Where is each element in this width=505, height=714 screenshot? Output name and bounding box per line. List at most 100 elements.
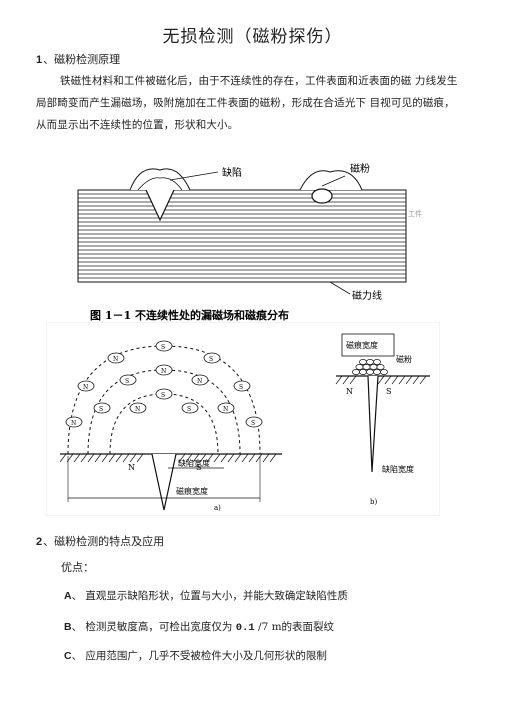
powder-particle [352, 369, 360, 375]
powder-particle [373, 369, 381, 375]
magnetic-particle: S [155, 388, 173, 400]
workpiece-outline [77, 189, 407, 283]
section-number: 2 [36, 536, 43, 548]
magnetic-particle: S [181, 402, 199, 414]
svg-text:N: N [71, 420, 76, 427]
svg-text:N: N [161, 368, 166, 375]
section-1-heading: 1、磁粉检测原理 [36, 51, 120, 67]
workpiece-field-lines [78, 193, 406, 279]
svg-text:N: N [113, 356, 118, 363]
powder-particle [369, 364, 378, 370]
hatch-line [269, 453, 277, 463]
crack-b [367, 375, 379, 473]
svg-text:S: S [239, 384, 243, 391]
magnetic-particle: N [65, 416, 83, 428]
magnetic-particle: N [191, 374, 209, 386]
advantage-item-b: B、 检测灵敏度高，可检出宽度仅为 0.1 /7 m的表面裂纹 [64, 619, 334, 634]
hatch-line [115, 453, 123, 463]
magnetic-particles: S N S N S N S N S N S N S N S [65, 340, 263, 428]
magnetic-particle: N [77, 380, 95, 392]
powder-particle [355, 364, 364, 370]
hatch-line [398, 375, 406, 385]
svg-text:N: N [83, 384, 88, 391]
surface-crack [145, 189, 175, 222]
powder-particle [366, 359, 374, 365]
powder-particle [380, 369, 388, 375]
hatch-line [199, 453, 207, 463]
item-text: 、 检测灵敏度高，可检出宽度仅为 [71, 621, 236, 633]
item-text: 、 应用范围广，几乎不受被检件大小及几何形状的限制 [71, 650, 327, 662]
hatch-line [405, 375, 413, 385]
magnetic-particle: S [119, 374, 137, 386]
hatch-line [227, 453, 235, 463]
item-letter: B [64, 621, 72, 633]
svg-text:S: S [99, 406, 103, 413]
svg-text:S: S [125, 378, 129, 385]
hatch-line [122, 453, 130, 463]
svg-text:N: N [197, 378, 202, 385]
magnetic-particle: S [203, 352, 221, 364]
hatch-line [178, 453, 186, 463]
hatch-line [384, 375, 392, 385]
powder-particle [359, 369, 367, 375]
label-b-defect-width: 缺陷宽度 [382, 464, 414, 474]
hatch-line [213, 453, 221, 463]
label-a-defect-width: 缺陷宽度 [178, 458, 210, 468]
label-powder: 磁粉 [350, 162, 370, 175]
advantage-item-a: A、 直观显示缺陷形状，位置与大小，并能大致确定缺陷性质 [64, 588, 348, 603]
label-field-line: 磁力线 [352, 289, 382, 302]
svg-text:S: S [187, 406, 191, 413]
hatch-line [391, 375, 399, 385]
hatching-b [335, 375, 427, 385]
section-1-paragraph: 铁磁性材料和工件被磁化后，由于不连续性的存在，工件表面和近表面的磁 力线发生局部… [36, 75, 458, 131]
page-title: 无损检测（磁粉探伤） [162, 27, 343, 47]
powder-particle [366, 369, 374, 375]
hatch-line [101, 453, 109, 463]
svg-text:S: S [161, 392, 165, 399]
magnetic-particle: N [217, 402, 235, 414]
powder-particle [376, 364, 385, 370]
label-a-mark-width: 磁痕宽度 [176, 486, 208, 496]
section-heading-text: 、磁粉检测的特点及应用 [43, 535, 165, 548]
magnetic-particle: N [129, 402, 147, 414]
hatch-line [262, 453, 270, 463]
hatch-line [80, 453, 88, 463]
hatch-line [220, 453, 228, 463]
hatch-line [335, 375, 343, 385]
svg-text:S: S [251, 420, 255, 427]
svg-text:S: S [161, 344, 165, 351]
advantage-item-c: C、 应用范围广，几乎不受被检件大小及几何形状的限制 [64, 648, 327, 663]
hatch-line [73, 453, 81, 463]
section-2-heading: 2、磁粉检测的特点及应用 [36, 533, 164, 549]
subsurface-void [311, 188, 333, 204]
label-b-powder: 磁粉 [396, 354, 412, 364]
figure-1-1-leakage-field: 缺陷 磁粉 工件 磁力线 图 1－1 不连续性处的漏磁场和磁痕分布 [60, 158, 440, 323]
hatch-line [192, 453, 200, 463]
hatch-line [419, 375, 427, 385]
hatch-line [377, 375, 385, 385]
hatch-line [255, 453, 263, 463]
hatch-line [241, 453, 249, 463]
hatching-a [59, 453, 277, 463]
magnetic-particle: S [233, 380, 251, 392]
leakage-arc-subsurface [299, 170, 363, 191]
magnetic-particle: N [107, 352, 125, 364]
item-text-after: 的表面裂纹 [281, 621, 335, 633]
hatch-line [349, 375, 357, 385]
sensitivity-unit: /7 m [254, 621, 282, 633]
item-text: 、 直观显示缺陷形状，位置与大小，并能大致确定缺陷性质 [71, 590, 348, 602]
label-b-sub: b) [370, 498, 377, 506]
svg-text:S: S [209, 356, 213, 363]
hatch-line [234, 453, 242, 463]
powder-particle [362, 364, 371, 370]
magnetic-particle: S [245, 416, 263, 428]
magnetic-particle: S [155, 340, 173, 352]
section-number: 1 [36, 54, 43, 66]
svg-text:N: N [223, 406, 228, 413]
panel-b: 磁痕宽度 磁粉 N S 缺陷宽度 b) [335, 333, 430, 506]
magnetic-particle: N [155, 364, 173, 376]
hatch-line [248, 453, 256, 463]
powder-particle [359, 359, 367, 365]
item-letter: C [64, 650, 72, 662]
